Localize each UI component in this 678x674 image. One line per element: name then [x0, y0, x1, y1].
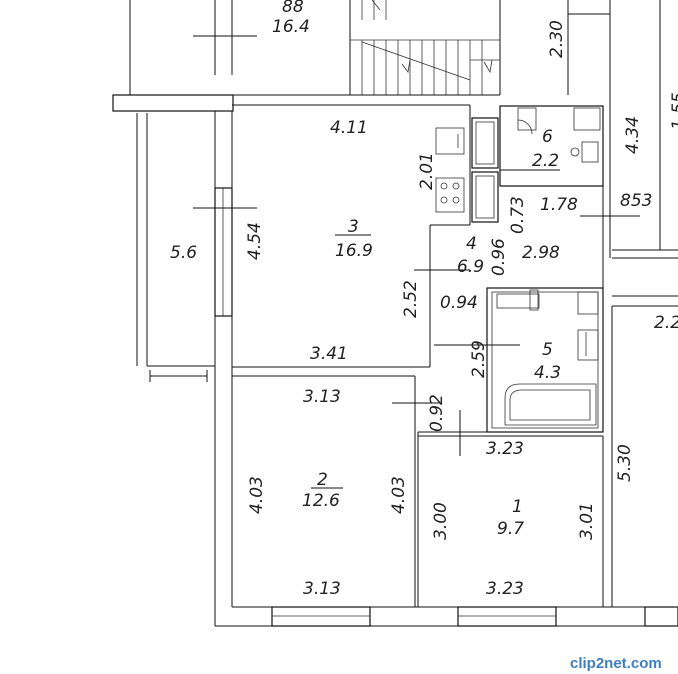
- dim-2-98: 2.98: [522, 243, 560, 263]
- dim-1-78: 1.78: [540, 195, 578, 215]
- dim-3-23-top: 3.23: [486, 439, 524, 459]
- dim-2-2: 2.2: [654, 313, 678, 333]
- room-5-number: 5: [542, 340, 553, 360]
- dim-5-6: 5.6: [170, 243, 197, 263]
- dim-3-13-top: 3.13: [303, 387, 341, 407]
- room-88-area: 16.4: [272, 17, 310, 37]
- room-5-area: 4.3: [534, 363, 561, 383]
- dim-3-23-bottom: 3.23: [486, 579, 524, 599]
- dim-853: 853: [620, 191, 652, 211]
- room-2-number: 2: [317, 470, 328, 490]
- dim-0-73: 0.73: [508, 196, 528, 234]
- room-labels: 88 16.4 3 16.9 2 12.6 1 9.7 4 6.9 5 4.3 …: [272, 0, 561, 539]
- dim-3-41: 3.41: [310, 344, 348, 364]
- walls: [112, 0, 678, 627]
- dim-2-30: 2.30: [547, 20, 567, 58]
- dim-1-55: 1.55: [669, 92, 678, 130]
- dim-4-03-right: 4.03: [389, 476, 409, 514]
- room-3-area: 16.9: [335, 241, 373, 261]
- bathroom-fixtures: [496, 107, 601, 426]
- dim-0-96: 0.96: [489, 238, 509, 276]
- dim-3-00: 3.00: [431, 502, 451, 540]
- dim-4-11: 4.11: [330, 118, 368, 138]
- room-2-area: 12.6: [302, 491, 340, 511]
- dim-0-94: 0.94: [440, 293, 478, 313]
- dim-2-52: 2.52: [401, 280, 421, 318]
- dim-3-01: 3.01: [577, 502, 597, 540]
- kitchen-appliances: [435, 117, 499, 223]
- room-6-number: 6: [542, 127, 553, 147]
- room-1-area: 9.7: [497, 519, 524, 539]
- room-4-area: 6.9: [457, 257, 484, 277]
- dim-5-30: 5.30: [615, 444, 635, 482]
- dim-2-01: 2.01: [417, 152, 437, 190]
- dim-0-92: 0.92: [427, 394, 447, 432]
- room-88-number: 88: [282, 0, 304, 17]
- dim-4-34: 4.34: [623, 116, 643, 154]
- stairs: [350, 0, 500, 95]
- dim-4-03-left: 4.03: [247, 476, 267, 514]
- dim-4-54: 4.54: [245, 222, 265, 260]
- room-3-number: 3: [348, 217, 359, 237]
- door-swings: [517, 119, 533, 135]
- dim-3-13-bottom: 3.13: [303, 579, 341, 599]
- dimension-labels: 4.11 5.6 3.41 0.94 2.98 1.78 853 3.13 3.…: [170, 20, 678, 599]
- room-6-area: 2.2: [532, 151, 559, 171]
- dimension-lines: [193, 35, 640, 489]
- dim-2-59: 2.59: [469, 340, 489, 378]
- watermark-text: clip2net.com: [570, 655, 662, 672]
- room-4-number: 4: [466, 234, 477, 254]
- room-1-number: 1: [512, 497, 523, 517]
